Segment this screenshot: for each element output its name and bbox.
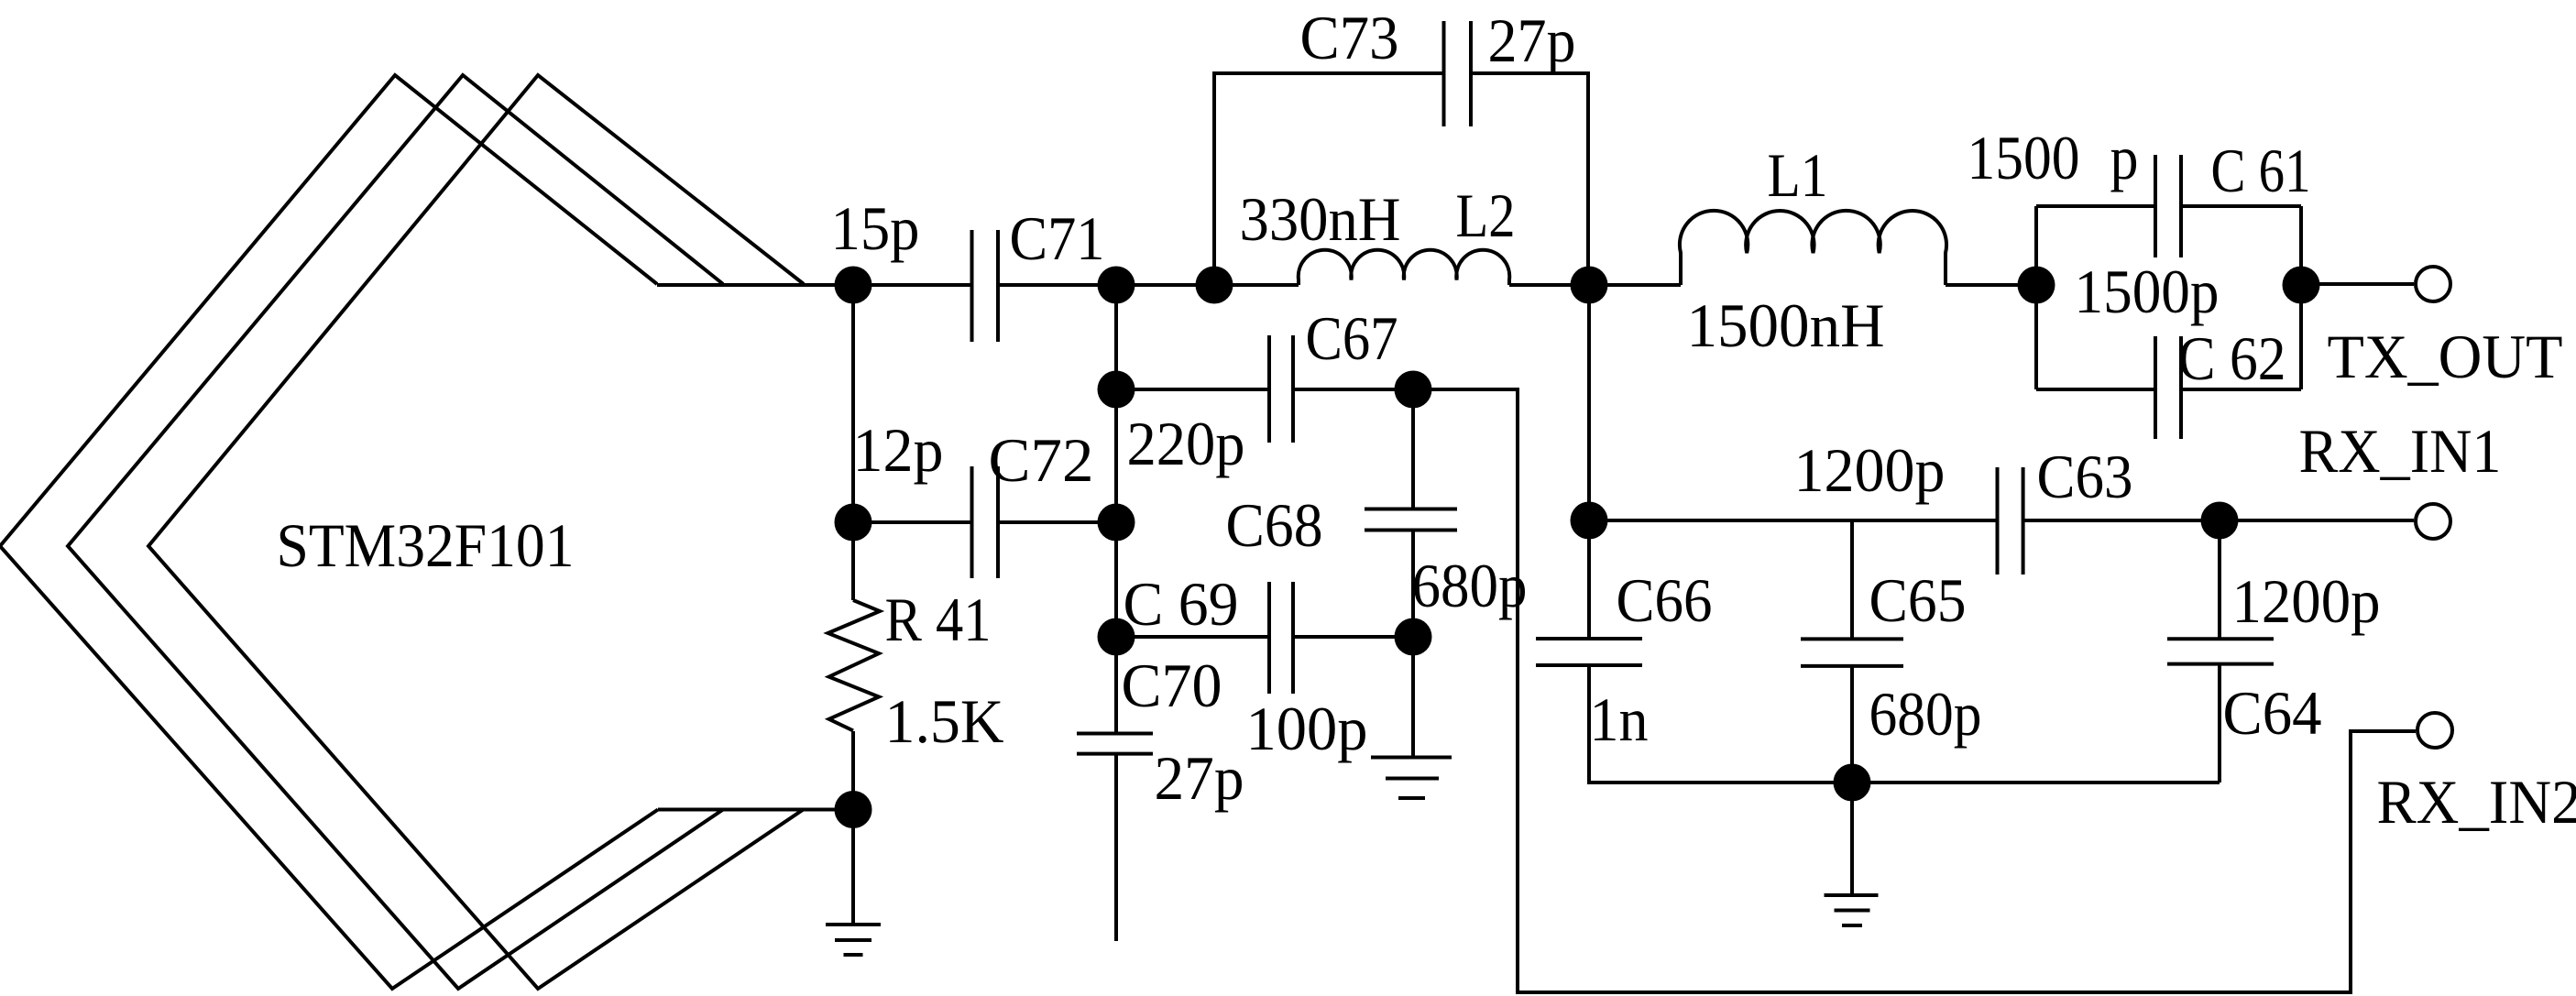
svg-text:1200p: 1200p [2232, 566, 2381, 636]
svg-text:680p: 680p [1412, 551, 1528, 620]
svg-text:RX_IN2: RX_IN2 [2377, 767, 2576, 837]
svg-text:15p: 15p [831, 193, 920, 263]
svg-text:p: p [2110, 123, 2139, 192]
svg-text:1n: 1n [1590, 684, 1649, 754]
svg-text:TX_OUT: TX_OUT [2328, 322, 2563, 391]
svg-text:C66: C66 [1617, 565, 1713, 635]
svg-text:1200p: 1200p [1794, 435, 1946, 505]
svg-text:330nH: 330nH [1240, 184, 1401, 254]
svg-text:C70: C70 [1122, 651, 1222, 720]
svg-text:1500p: 1500p [2075, 257, 2220, 326]
svg-text:C72: C72 [989, 425, 1094, 495]
svg-text:220p: 220p [1127, 409, 1245, 478]
svg-text:STM32F101: STM32F101 [277, 510, 575, 580]
svg-text:12p: 12p [853, 415, 944, 485]
svg-text:C 69: C 69 [1124, 569, 1239, 639]
svg-text:1500: 1500 [1968, 123, 2080, 192]
svg-text:100p: 100p [1246, 694, 1368, 763]
svg-text:C68: C68 [1226, 490, 1323, 560]
svg-text:L1: L1 [1768, 140, 1828, 210]
svg-text:27p: 27p [1155, 743, 1244, 813]
svg-text:C 62: C 62 [2178, 323, 2286, 393]
svg-text:1.5K: 1.5K [885, 686, 1004, 756]
svg-text:C 61: C 61 [2211, 136, 2311, 205]
svg-text:C63: C63 [2037, 442, 2133, 511]
svg-text:C71: C71 [1010, 203, 1105, 273]
svg-text:RX_IN1: RX_IN1 [2299, 416, 2502, 486]
svg-text:C73: C73 [1300, 3, 1399, 72]
svg-text:C64: C64 [2223, 678, 2322, 748]
svg-text:1500nH: 1500nH [1687, 290, 1885, 360]
svg-text:680p: 680p [1869, 679, 1982, 749]
svg-text:C65: C65 [1869, 565, 1967, 635]
svg-text:27p: 27p [1488, 5, 1576, 75]
svg-text:R 41: R 41 [885, 585, 992, 654]
svg-text:C67: C67 [1306, 303, 1398, 373]
svg-text:L2: L2 [1456, 181, 1516, 250]
